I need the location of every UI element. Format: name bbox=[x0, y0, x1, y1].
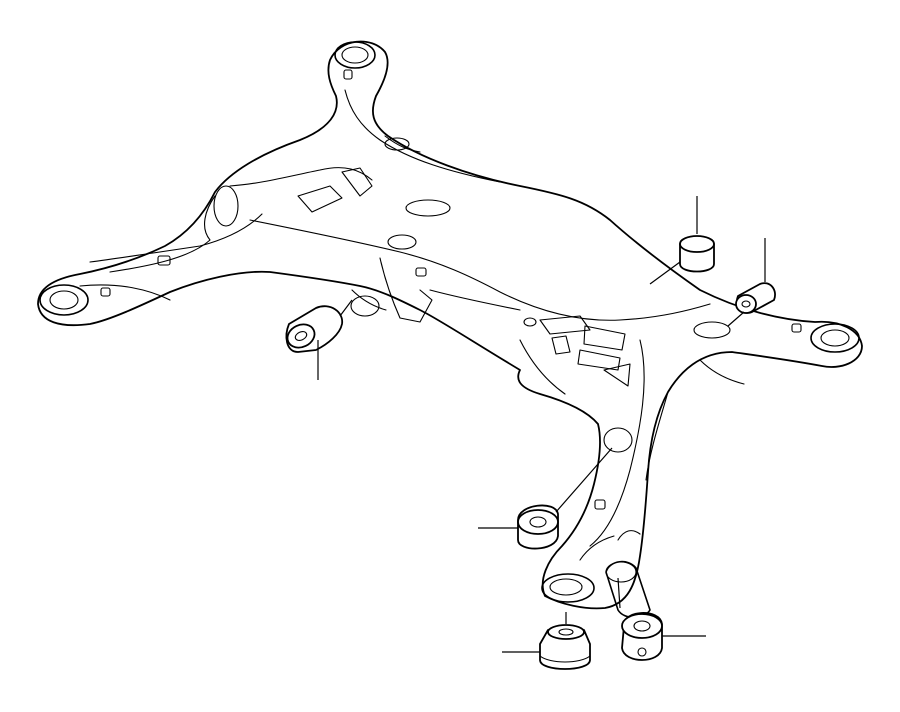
subframe-illustration bbox=[37, 40, 863, 619]
bushing-right[interactable] bbox=[735, 282, 776, 314]
bushing-lower-right[interactable] bbox=[621, 612, 663, 661]
leader-line bbox=[555, 447, 613, 513]
leader-line bbox=[617, 577, 621, 609]
bushing-middle[interactable] bbox=[517, 504, 559, 550]
bushing-bottom[interactable] bbox=[539, 624, 591, 670]
bushing-upper-right[interactable] bbox=[679, 235, 715, 273]
leader-line bbox=[339, 299, 353, 317]
leader-line bbox=[649, 261, 681, 285]
leader-line bbox=[727, 311, 745, 327]
bushing-left[interactable] bbox=[284, 305, 343, 353]
